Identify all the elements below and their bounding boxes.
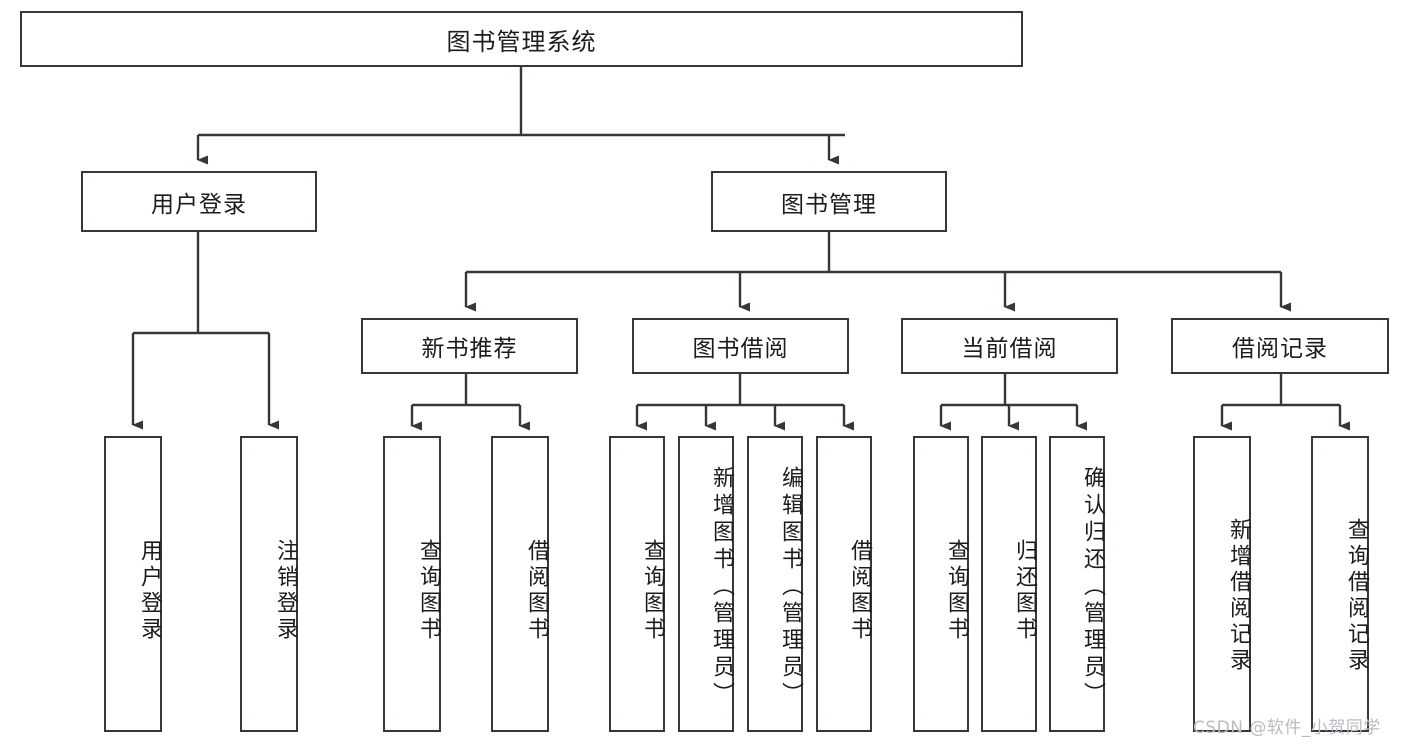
- node-leaf-user-login[interactable]: 用户登录: [104, 436, 162, 732]
- node-leaf-return-book[interactable]: 归还图书: [981, 436, 1037, 732]
- node-leaf-add-record[interactable]: 新增借阅记录: [1193, 436, 1251, 732]
- node-leaf-query-book-2[interactable]: 查询图书: [609, 436, 665, 732]
- node-leaf-add-book[interactable]: 新增图书（管理员）: [678, 436, 734, 732]
- node-borrow-record[interactable]: 借阅记录: [1171, 318, 1389, 374]
- node-leaf-logout[interactable]: 注销登录: [240, 436, 298, 732]
- node-leaf-confirm-return[interactable]: 确认归还（管理员）: [1049, 436, 1105, 732]
- node-leaf-borrow-book-2[interactable]: 借阅图书: [816, 436, 872, 732]
- node-current-borrow[interactable]: 当前借阅: [901, 318, 1118, 374]
- csdn-watermark: CSDN @软件_小贺同学: [1193, 718, 1381, 738]
- node-book-manage[interactable]: 图书管理: [711, 171, 947, 232]
- node-leaf-query-record[interactable]: 查询借阅记录: [1311, 436, 1369, 732]
- node-leaf-query-book-3[interactable]: 查询图书: [913, 436, 969, 732]
- node-leaf-edit-book[interactable]: 编辑图书（管理员）: [747, 436, 803, 732]
- node-new-book-rec[interactable]: 新书推荐: [361, 318, 578, 374]
- node-leaf-query-book-1[interactable]: 查询图书: [383, 436, 441, 732]
- node-user-login[interactable]: 用户登录: [81, 171, 317, 232]
- node-book-borrow[interactable]: 图书借阅: [632, 318, 849, 374]
- node-leaf-borrow-book-1[interactable]: 借阅图书: [491, 436, 549, 732]
- node-root[interactable]: 图书管理系统: [20, 11, 1023, 67]
